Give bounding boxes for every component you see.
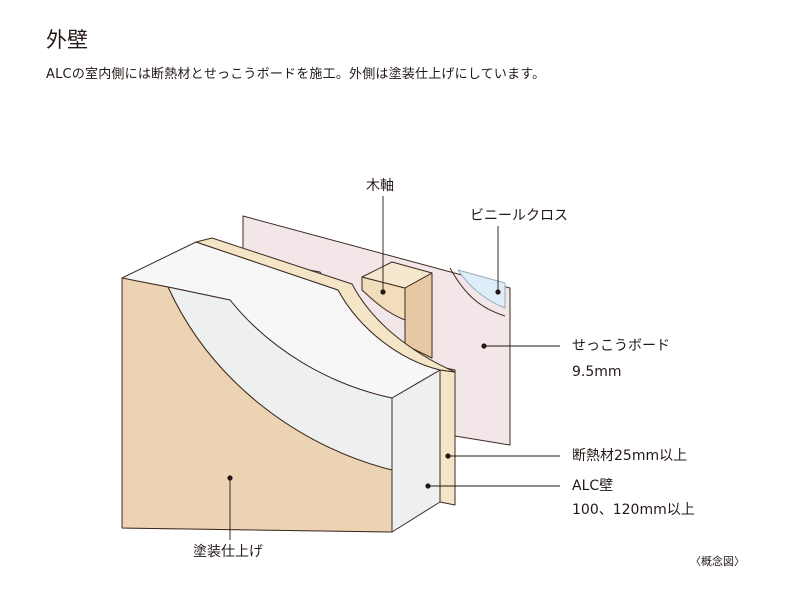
label-alc-thickness: 100、120mm以上 — [572, 502, 695, 518]
label-paint-finish: 塗装仕上げ — [193, 544, 263, 560]
insulation-side — [439, 369, 456, 506]
label-vinyl-cloth: ビニールクロス — [470, 208, 568, 224]
page-title: 外壁 — [46, 28, 88, 52]
label-gypsum-board: せっこうボード — [572, 338, 670, 354]
conceptual-diagram-note: 〈概念図〉 — [690, 555, 745, 568]
label-wood-stud: 木軸 — [366, 178, 394, 194]
insulation-top — [195, 237, 456, 373]
label-gypsum-board-thickness: 9.5mm — [572, 364, 622, 380]
wood-stud-side — [404, 272, 433, 359]
vinyl-cloth-layer — [457, 269, 506, 309]
label-alc-wall: ALC壁 — [572, 478, 614, 494]
page-subtitle: ALCの室内側には断熱材とせっこうボードを施工。外側は塗装仕上げにしています。 — [46, 67, 546, 82]
gypsum-board-curve — [449, 267, 506, 317]
label-insulation: 断熱材25mm以上 — [572, 448, 688, 464]
